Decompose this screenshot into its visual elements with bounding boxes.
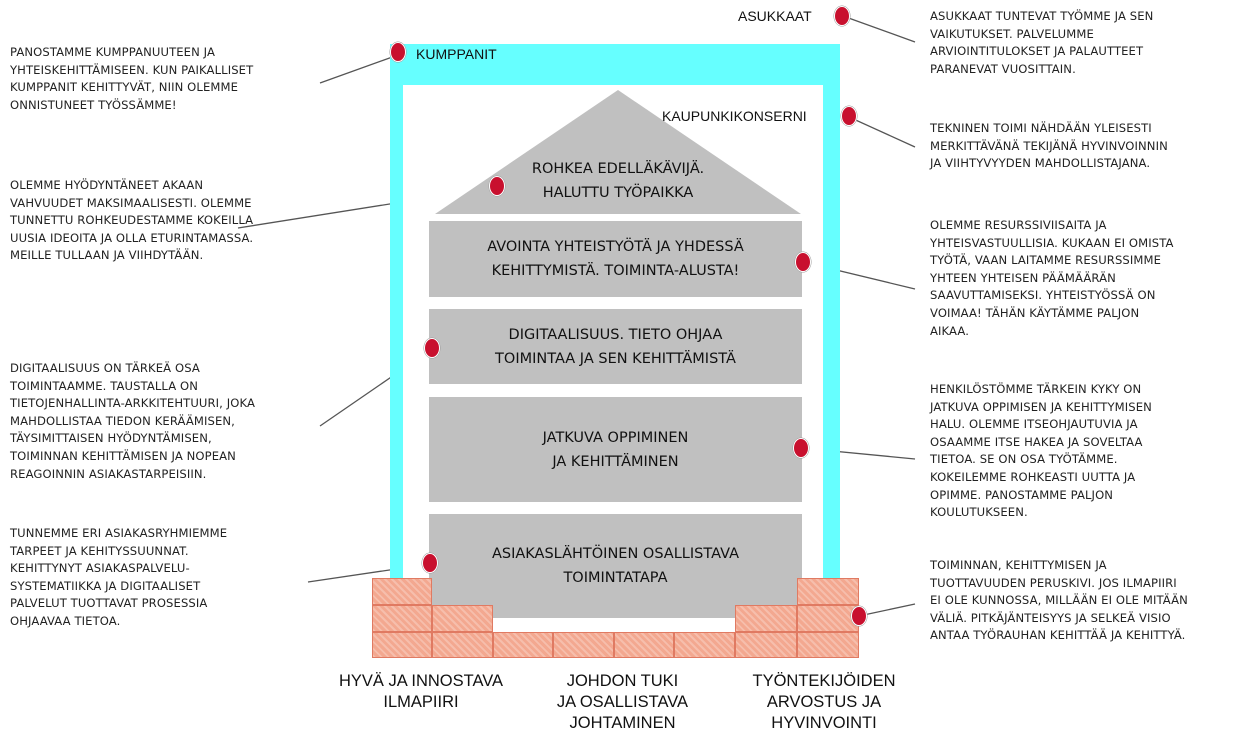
label-asukkaat: ASUKKAAT xyxy=(738,8,812,24)
foundation-johdon-tuki: JOHDON TUKI JA OSALLISTAVA JOHTAMINEN xyxy=(556,672,689,732)
label-kumppanit: KUMPPANIT xyxy=(416,46,497,62)
brick xyxy=(797,578,859,605)
note-vahvuudet: OLEMME HYÖDYNTÄNEET AKAAN VAHVUUDET MAKS… xyxy=(10,178,254,263)
note-oppiminen: HENKILÖSTÖMME TÄRKEIN KYKY ON JATKUVA OP… xyxy=(930,382,1152,520)
marker-oppiminen xyxy=(793,438,809,458)
foundation-arvostus: TYÖNTEKIJÖIDEN ARVOSTUS JA HYVINVOINTI xyxy=(752,672,896,732)
note-resurssiviisaus: OLEMME RESURSSIVIISAITA JA YHTEISVASTUUL… xyxy=(930,218,1174,338)
note-peruskivi: TOIMINNAN, KEHITTYMISEN JA TUOTTAVUUDEN … xyxy=(930,558,1188,643)
brick xyxy=(735,632,797,658)
roof-text: ROHKEA EDELLÄKÄVIJÄ. HALUTTU TYÖPAIKKA xyxy=(531,161,705,201)
marker-digitaalisuus xyxy=(424,338,440,358)
label-kaupunkikonserni: KAUPUNKIKONSERNI xyxy=(662,108,807,124)
layer-asiakaslahtoinen-text: ASIAKASLÄHTÖINEN OSALLISTAVA TOIMINTATAP… xyxy=(491,546,740,586)
brick xyxy=(797,632,859,658)
layer-digitaalisuus-text: DIGITAALISUUS. TIETO OHJAA TOIMINTAA JA … xyxy=(495,326,736,367)
connector-peruskivi xyxy=(858,603,916,617)
connector-asukkaat xyxy=(842,15,916,43)
connector-kumppanit xyxy=(319,54,399,84)
marker-roof xyxy=(489,176,505,196)
layer-yhteistyo: AVOINTA YHTEISTYÖTÄ JA YHDESSÄ KEHITTYMI… xyxy=(429,221,802,297)
note-asiakasryhmat: TUNNEMME ERI ASIAKASRYHMIEMME TARPEET JA… xyxy=(10,526,228,628)
roof-triangle xyxy=(435,90,801,214)
brick xyxy=(432,605,493,632)
layer-digitaalisuus: DIGITAALISUUS. TIETO OHJAA TOIMINTAA JA … xyxy=(429,309,802,384)
brick xyxy=(797,605,859,632)
layer-oppiminen: JATKUVA OPPIMINEN JA KEHITTÄMINEN xyxy=(429,397,802,502)
layer-oppiminen-text: JATKUVA OPPIMINEN JA KEHITTÄMINEN xyxy=(542,429,689,470)
brick xyxy=(432,632,493,658)
note-digitaalisuus: DIGITAALISUUS ON TÄRKEÄ OSA TOIMINTAAMME… xyxy=(10,361,256,481)
brick xyxy=(372,632,432,658)
brick xyxy=(674,632,735,658)
marker-asukkaat xyxy=(834,6,850,26)
marker-kumppanit xyxy=(390,42,406,62)
layer-asiakaslahtoinen: ASIAKASLÄHTÖINEN OSALLISTAVA TOIMINTATAP… xyxy=(429,514,802,618)
marker-kaupunkikonserni xyxy=(841,106,857,126)
layer-yhteistyo-text: AVOINTA YHTEISTYÖTÄ JA YHDESSÄ KEHITTYMI… xyxy=(487,239,744,279)
brick xyxy=(553,632,614,658)
marker-asiakas xyxy=(422,553,438,573)
foundation-ilmapiiri: HYVÄ JA INNOSTAVA ILMAPIIRI xyxy=(338,672,504,711)
note-asukkaat: ASUKKAAT TUNTEVAT TYÖMME JA SEN VAIKUTUK… xyxy=(930,9,1154,76)
brick xyxy=(493,632,553,658)
brick xyxy=(372,605,432,632)
note-tekninen-toimi: TEKNINEN TOIMI NÄHDÄÄN YLEISESTI MERKITT… xyxy=(930,121,1168,171)
marker-peruskivi xyxy=(851,606,867,626)
marker-yhteistyo xyxy=(795,252,811,272)
brick xyxy=(372,578,432,605)
brick xyxy=(735,605,797,632)
note-kumppanuus: PANOSTAMME KUMPPANUUTEEN JA YHTEISKEHITT… xyxy=(10,45,254,112)
connector-kaupunki xyxy=(848,116,916,148)
brick xyxy=(614,632,674,658)
